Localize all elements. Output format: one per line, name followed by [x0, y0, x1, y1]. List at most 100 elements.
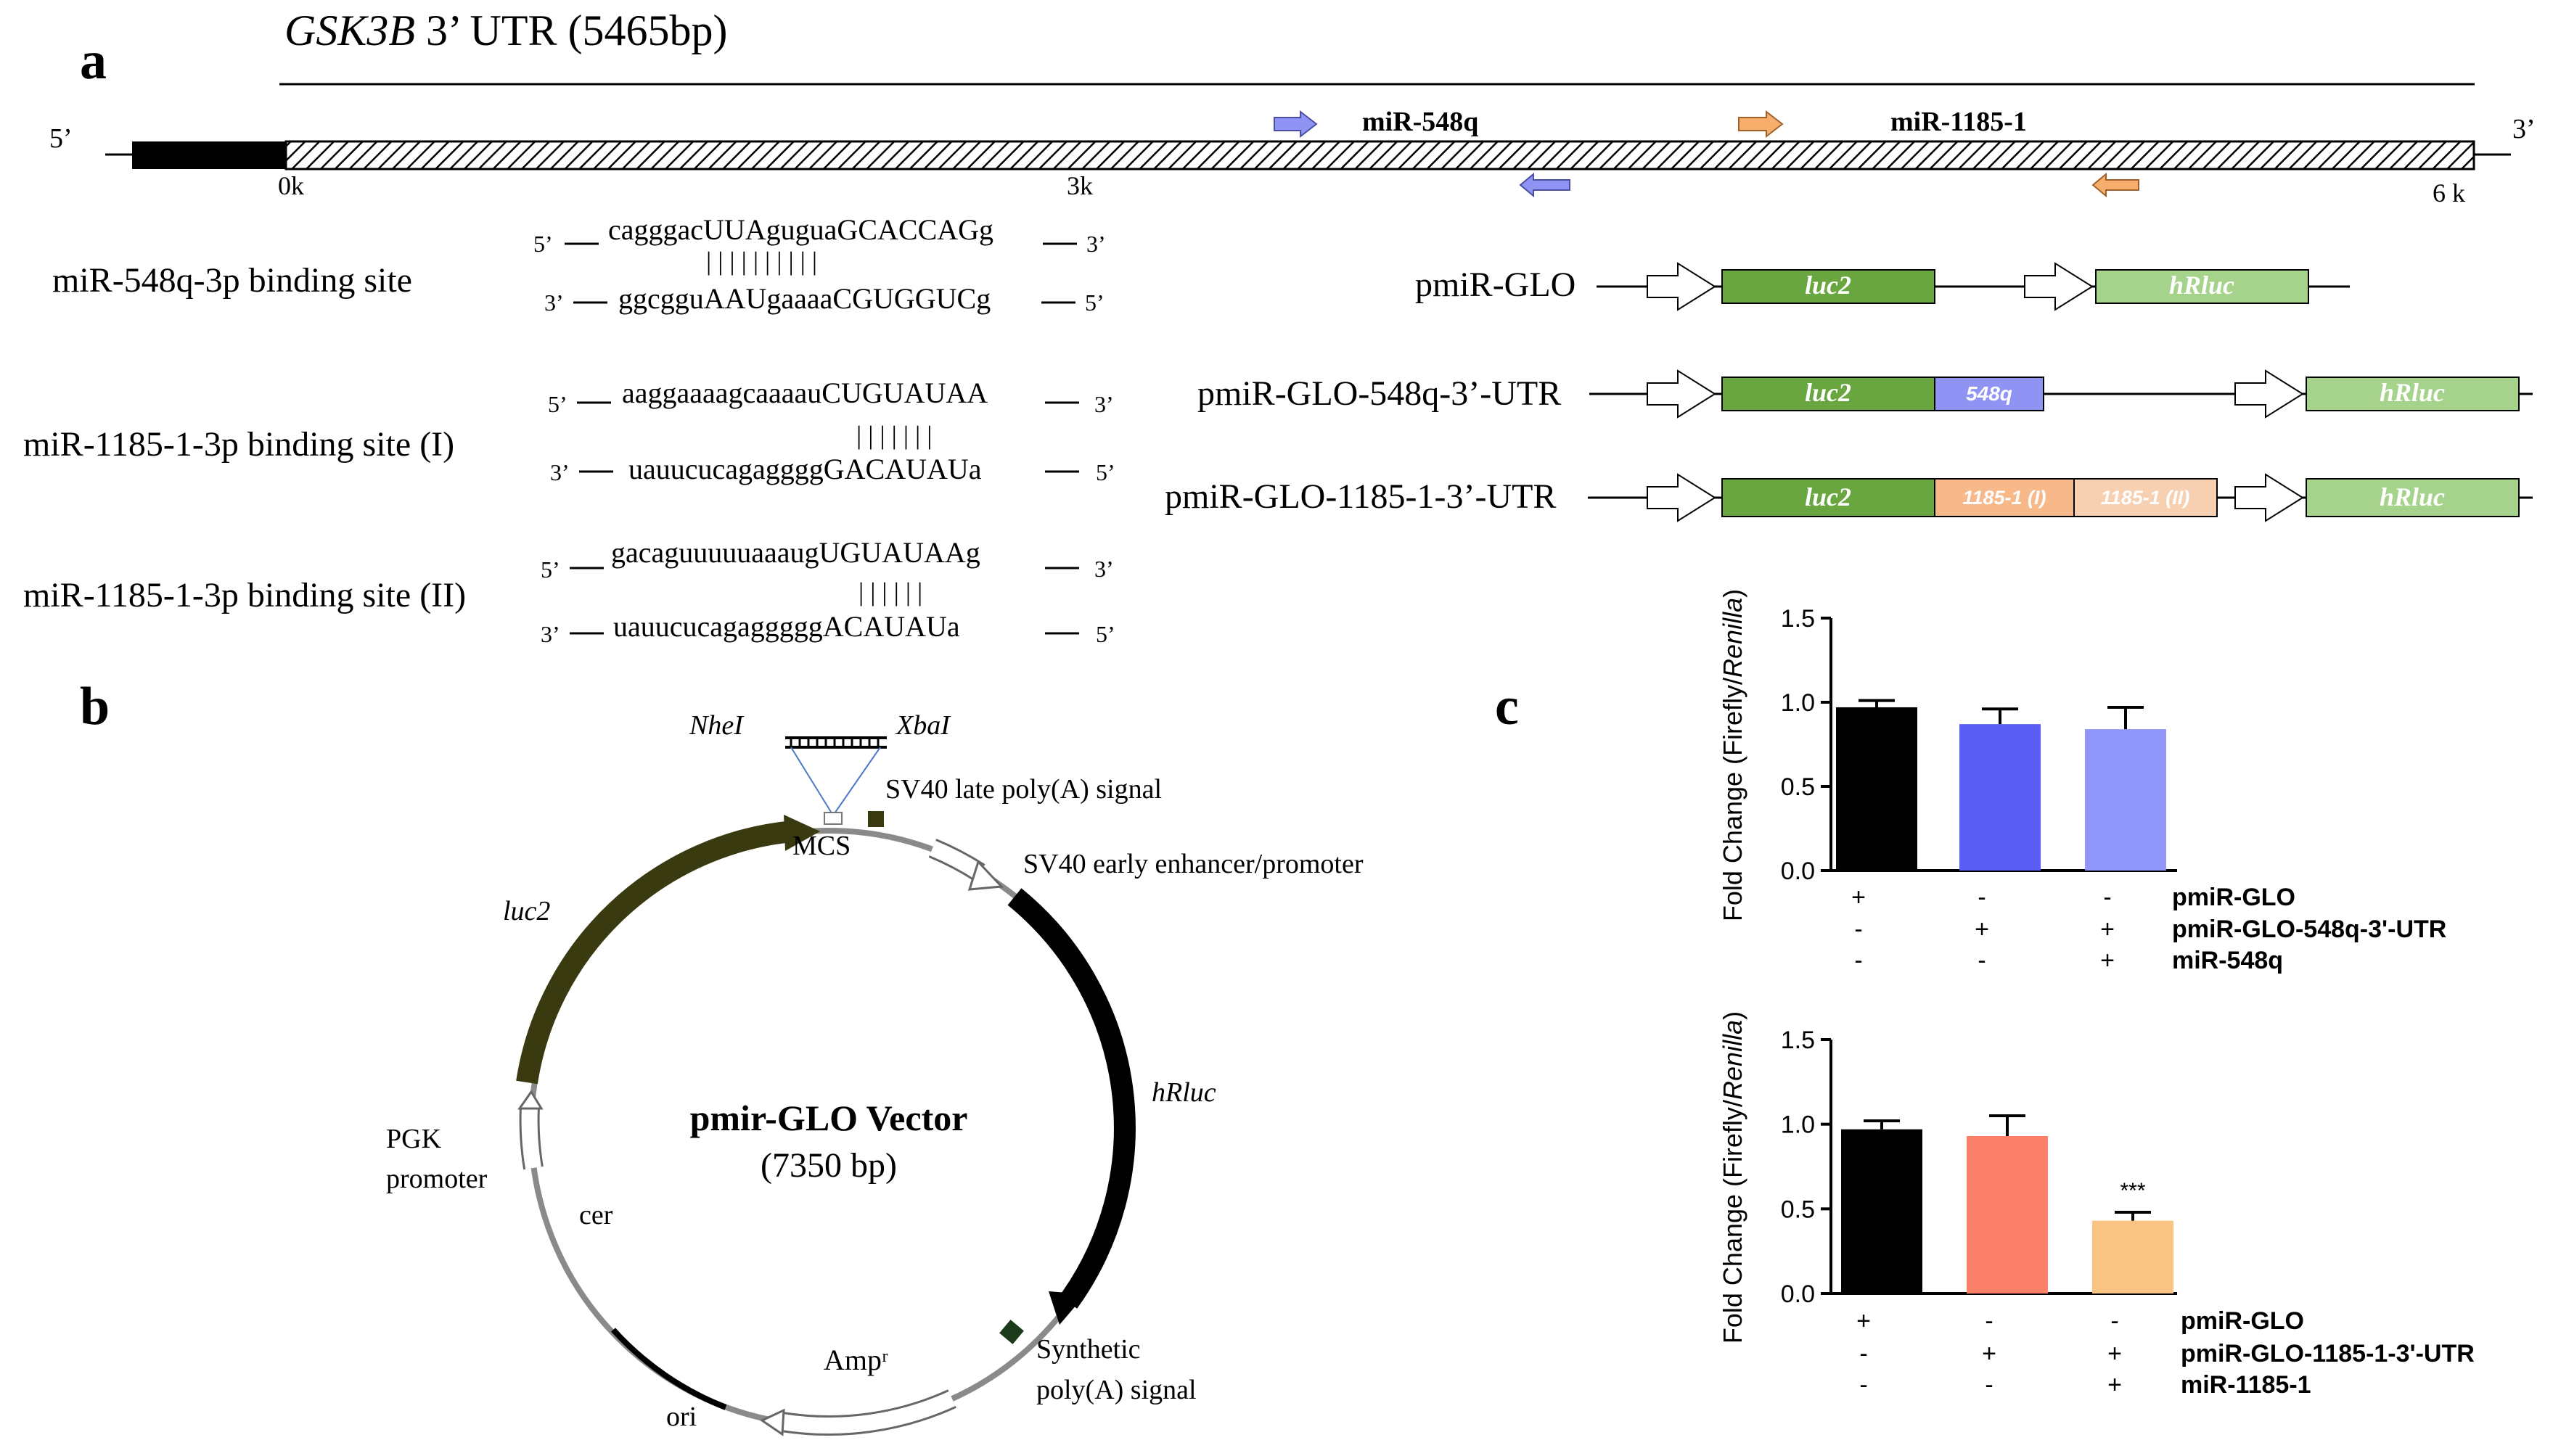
- binding-site-1185-ii: miR-1185-1-3p binding site (II) 5’ gacag…: [23, 536, 1115, 647]
- pgk-label-line2: promoter: [386, 1164, 488, 1194]
- top-sequence: gacaguuuuuaaaugUGUAUAAg: [611, 536, 980, 569]
- mir1185-reverse-primer-arrow: [2091, 172, 2139, 198]
- condition-label: pmiR-GLO-1185-1-3'-UTR: [2181, 1340, 2475, 1367]
- binding-site-title: miR-548q-3p binding site: [52, 261, 412, 300]
- utr-hatched-region: [284, 140, 2475, 170]
- mir1185-primer-label: miR-1185-1: [1890, 107, 2027, 137]
- binding-site-1185-i: miR-1185-1-3p binding site (I) 5’ aaggaa…: [23, 377, 1115, 485]
- bar: [2092, 1220, 2173, 1293]
- condition-mark: -: [1985, 1371, 1993, 1399]
- condition-mark: +: [2107, 1340, 2122, 1367]
- synthetic-polya-label-line1: Synthetic: [1036, 1334, 1141, 1365]
- condition-mark: -: [1859, 1340, 1867, 1367]
- utr-title-gene: GSK3B: [284, 7, 415, 54]
- panel-a-label: a: [80, 31, 107, 91]
- y-tick-label: 0.5: [1781, 773, 1815, 801]
- luc2-map-label: luc2: [503, 896, 550, 926]
- insert-548q-label: 548q: [1966, 382, 2012, 405]
- luc2-box: [1721, 377, 1935, 411]
- y-axis-label-suffix: ): [1718, 1011, 1747, 1020]
- bottom-3prime: 3’: [541, 621, 560, 647]
- condition-mark: -: [1854, 947, 1862, 974]
- bar: [1967, 1136, 2048, 1293]
- hrluc-arc: [1007, 888, 1136, 1309]
- utr-title: GSK3B 3’ UTR (5465bp): [284, 7, 728, 54]
- top-5prime: 5’: [541, 556, 560, 583]
- insert-548q-box: [1934, 377, 2044, 411]
- bottom-5prime: 5’: [1096, 459, 1115, 485]
- promoter-arrow: [1647, 473, 1716, 522]
- condition-mark: -: [1985, 1307, 1993, 1335]
- mcs-box: [824, 812, 843, 825]
- bottom-sequence: ggcgguAAUgaaaaCGUGGUCg: [618, 282, 991, 315]
- top-5prime: 5’: [548, 391, 567, 417]
- panel-b: b NheI XbaI MCS: [80, 677, 1364, 1436]
- luc2-label: luc2: [1805, 271, 1851, 300]
- ampr-label: Ampʳ: [824, 1344, 888, 1376]
- condition-mark: +: [1975, 916, 1989, 943]
- y-tick-label: 1.5: [1781, 605, 1815, 633]
- pgk-arc-head: [517, 1090, 544, 1110]
- condition-label: pmiR-GLO: [2172, 884, 2295, 911]
- luc2-box: [1721, 269, 1935, 304]
- top-3prime: 3’: [1094, 391, 1114, 417]
- y-tick-label: 0.5: [1781, 1196, 1815, 1223]
- y-tick-label: 1.0: [1781, 1111, 1815, 1139]
- ampr-arc: [781, 1391, 956, 1434]
- top-sequence: aaggaaaagcaaaauCUGUAUAA: [622, 377, 988, 409]
- ori-segment: [611, 1328, 727, 1410]
- bottom-3prime: 3’: [550, 459, 570, 485]
- panel-b-label: b: [80, 677, 110, 736]
- hrluc-label: hRluc: [2169, 271, 2234, 300]
- y-axis-label-italic: Renilla: [1718, 598, 1747, 678]
- mir548q-forward-primer-arrow: [1274, 110, 1318, 139]
- condition-label: miR-548q: [2172, 947, 2283, 974]
- hrluc-box: [2095, 269, 2309, 304]
- insert-1185-i-box: [1934, 478, 2075, 517]
- y-tick-label: 1.0: [1781, 689, 1815, 717]
- bottom-3prime: 3’: [544, 289, 564, 316]
- bottom-5prime: 5’: [1096, 621, 1115, 647]
- mcs-label: MCS: [792, 831, 851, 861]
- construct-pmir-glo: pmiR-GLO luc2 hRluc: [1415, 262, 2350, 311]
- top-3prime: 3’: [1086, 231, 1106, 257]
- y-tick-label: 0.0: [1781, 857, 1815, 885]
- vector-size: (7350 bp): [761, 1146, 897, 1185]
- bar: [1841, 1129, 1922, 1293]
- sv40-early-label: SV40 early enhancer/promoter: [1023, 849, 1364, 879]
- tick-3k: 3k: [1067, 171, 1093, 200]
- base-pair-lines: | | | | | | |: [856, 421, 932, 450]
- hrluc-box: [2306, 478, 2520, 517]
- hrluc-arc-head: [1049, 1291, 1086, 1325]
- sv40-early-arc-head: [967, 860, 1004, 891]
- sv40-late-label: SV40 late poly(A) signal: [885, 774, 1162, 805]
- bar: [1836, 707, 1917, 871]
- promoter-arrow: [1647, 369, 1716, 419]
- binding-site-title: miR-1185-1-3p binding site (I): [23, 425, 454, 464]
- binding-site-title: miR-1185-1-3p binding site (II): [23, 576, 466, 614]
- construct-name: pmiR-GLO: [1415, 266, 1575, 304]
- bottom-5prime: 5’: [1085, 289, 1105, 316]
- significance-label: ***: [2120, 1179, 2145, 1203]
- hrluc-map-label: hRluc: [1152, 1077, 1216, 1108]
- mir548q-reverse-primer-arrow: [1519, 172, 1570, 198]
- synthetic-polya-marker: [999, 1320, 1024, 1344]
- mir1185-forward-primer-arrow: [1738, 110, 1784, 139]
- panel-a: a GSK3B 3’ UTR (5465bp) 5’ 3’ 0k 3k 6 k …: [23, 7, 2536, 647]
- y-axis-label: Fold Change (Firefly/Renilla): [1718, 1011, 1747, 1344]
- condition-mark: +: [1982, 1340, 1996, 1367]
- y-tick-label: 0.0: [1781, 1280, 1815, 1308]
- mcs-site-ticks: [790, 738, 880, 747]
- bottom-sequence: uauucucagaggggGACAUAUa: [628, 453, 982, 485]
- insert-1185-i-label: 1185-1 (I): [1962, 487, 2046, 509]
- condition-mark: +: [1856, 1307, 1871, 1335]
- condition-mark: -: [1978, 947, 1986, 974]
- promoter-arrow: [2024, 262, 2094, 311]
- top-sequence: cagggacUUAguguaGCACCAGg: [608, 213, 993, 246]
- y-axis-label: Fold Change (Firefly/Renilla): [1718, 589, 1747, 921]
- nhei-label: NheI: [689, 710, 745, 741]
- insert-1185-ii-box: [2073, 478, 2218, 517]
- synthetic-polya-label-line2: poly(A) signal: [1036, 1375, 1197, 1405]
